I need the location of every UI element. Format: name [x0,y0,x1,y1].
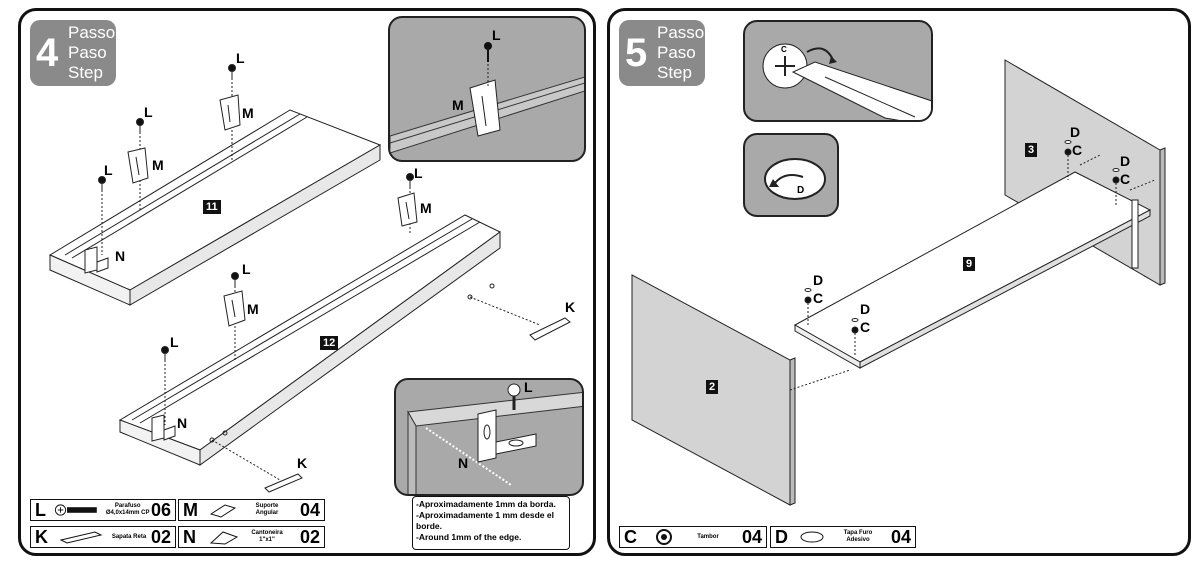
bracket-m-4 [223,290,246,327]
label-l-5: L [242,261,251,277]
angle-n-2 [151,414,176,442]
step5-word-pt: Passo [657,23,705,42]
inset-label-m: M [452,97,464,113]
part-letter-d: D [775,526,788,547]
part-desc-c: Tambor [697,533,719,540]
part-letter-n: N [183,526,196,547]
part-qty-n: 02 [299,526,320,547]
part-letter-m: M [183,499,198,520]
part-desc-k: Sapata Reta [111,533,147,540]
label-m-4: M [247,301,259,317]
detail-inset-angle: L N [394,378,584,496]
part-box-k: K Sapata Reta 02 [30,526,176,548]
tambor-c-label: C [781,45,787,54]
screw-l-5 [231,272,239,288]
label-l-2: L [144,104,153,120]
cap-drawing: D [764,158,826,200]
detail-inset-bracket: L M [388,16,586,162]
detail-inset-cap: D [743,133,839,217]
part-box-n: N Cantoneira 1"x1" 02 [178,526,325,548]
screw-icon [54,504,97,516]
bracket-detail-drawing: L M [390,27,584,154]
step-5-badge: 5 Passo Paso Step [619,20,705,86]
step-5-words: Passo Paso Step [657,23,704,83]
inset-label-l: L [492,27,501,43]
part-qty-l: 06 [150,499,171,520]
part-letter-c: C [624,526,637,547]
part-desc-l: Parafuso Ø4,0x14mm CP [105,503,150,516]
part-9-tag: 9 [963,257,976,271]
angle-detail-drawing: L N [407,380,582,494]
step-word-en: Step [68,63,103,82]
part-11-tag: 11 [203,200,221,214]
label-l-1: L [236,50,245,66]
step-4-diagram: L L L L L L M M M M N N K K [48,50,575,493]
label-k-2: K [297,455,307,471]
part-qty-k: 02 [150,526,171,547]
label-m-1: M [242,105,254,121]
part-box-l: L Parafuso Ø4,0x14mm CP 06 [30,499,176,521]
foot-k-2 [264,473,303,493]
label-n-1: N [115,248,125,264]
inset-label-l-2: L [524,380,533,395]
screw-l-2 [136,118,144,134]
screw-l-4 [406,173,414,189]
adhesive-cap-icon [800,531,824,543]
step-4-number: 4 [36,31,59,75]
label-l-6: L [170,334,179,350]
label-n-2: N [177,415,187,431]
part-qty-d: 04 [890,526,911,547]
cam-lock-icon [656,529,672,545]
part-desc-m: Suporte Angular [255,503,279,516]
label-l-4: L [414,165,423,181]
foot-icon [59,531,103,544]
note-line-en: -Around 1mm of the edge. [416,532,522,542]
bracket-m-2 [127,147,149,184]
angle-bracket-icon [209,504,237,518]
part-box-d: D Tapa Furo Adesivo 04 [770,526,916,548]
note-line-es: -Aproximadamente 1 mm desde el borde. [416,510,554,531]
part-letter-l: L [35,499,46,520]
cap-d-label: D [797,185,804,196]
part-2-tag: 2 [706,380,719,394]
inset-label-n: N [458,455,468,471]
detail-inset-screwdriver: C [743,20,933,122]
part-letter-k: K [35,526,48,547]
label-l-3: L [104,162,113,178]
part-3-tag: 3 [1025,143,1038,157]
step5-word-es: Paso [657,43,696,62]
screw-l-3 [98,176,106,192]
step-4-words: Passo Paso Step [68,23,115,83]
label-m-3: M [420,200,432,216]
screw-l-6 [161,346,169,362]
screwdriver-drawing: C [762,43,931,120]
part-qty-m: 04 [299,499,320,520]
foot-k-1 [529,317,571,341]
step-word-es: Paso [68,43,107,62]
bracket-m-3 [397,192,418,227]
shelf-12 [118,214,501,466]
step-5-number: 5 [625,31,648,75]
part-qty-c: 04 [741,526,762,547]
part-desc-d: Tapa Furo Adesivo [843,530,873,543]
part-desc-n: Cantoneira 1"x1" [251,530,283,543]
part-12-tag: 12 [320,336,339,350]
label-k-1: K [565,299,575,315]
screw-l-1 [228,64,236,80]
label-m-2: M [152,157,164,173]
edge-note: -Aproximadamente 1mm da borda. -Aproxima… [412,496,570,550]
step-word-pt: Passo [68,23,116,42]
part-box-m: M Suporte Angular 04 [178,499,325,521]
step-4-badge: 4 Passo Paso Step [30,20,116,86]
step5-word-en: Step [657,63,692,82]
bracket-m-1 [219,94,241,131]
angle-n-1 [84,246,109,274]
corner-angle-icon [209,531,239,545]
part-box-c: C Tambor 04 [619,526,767,548]
note-line-pt: -Aproximadamente 1mm da borda. [416,499,556,509]
